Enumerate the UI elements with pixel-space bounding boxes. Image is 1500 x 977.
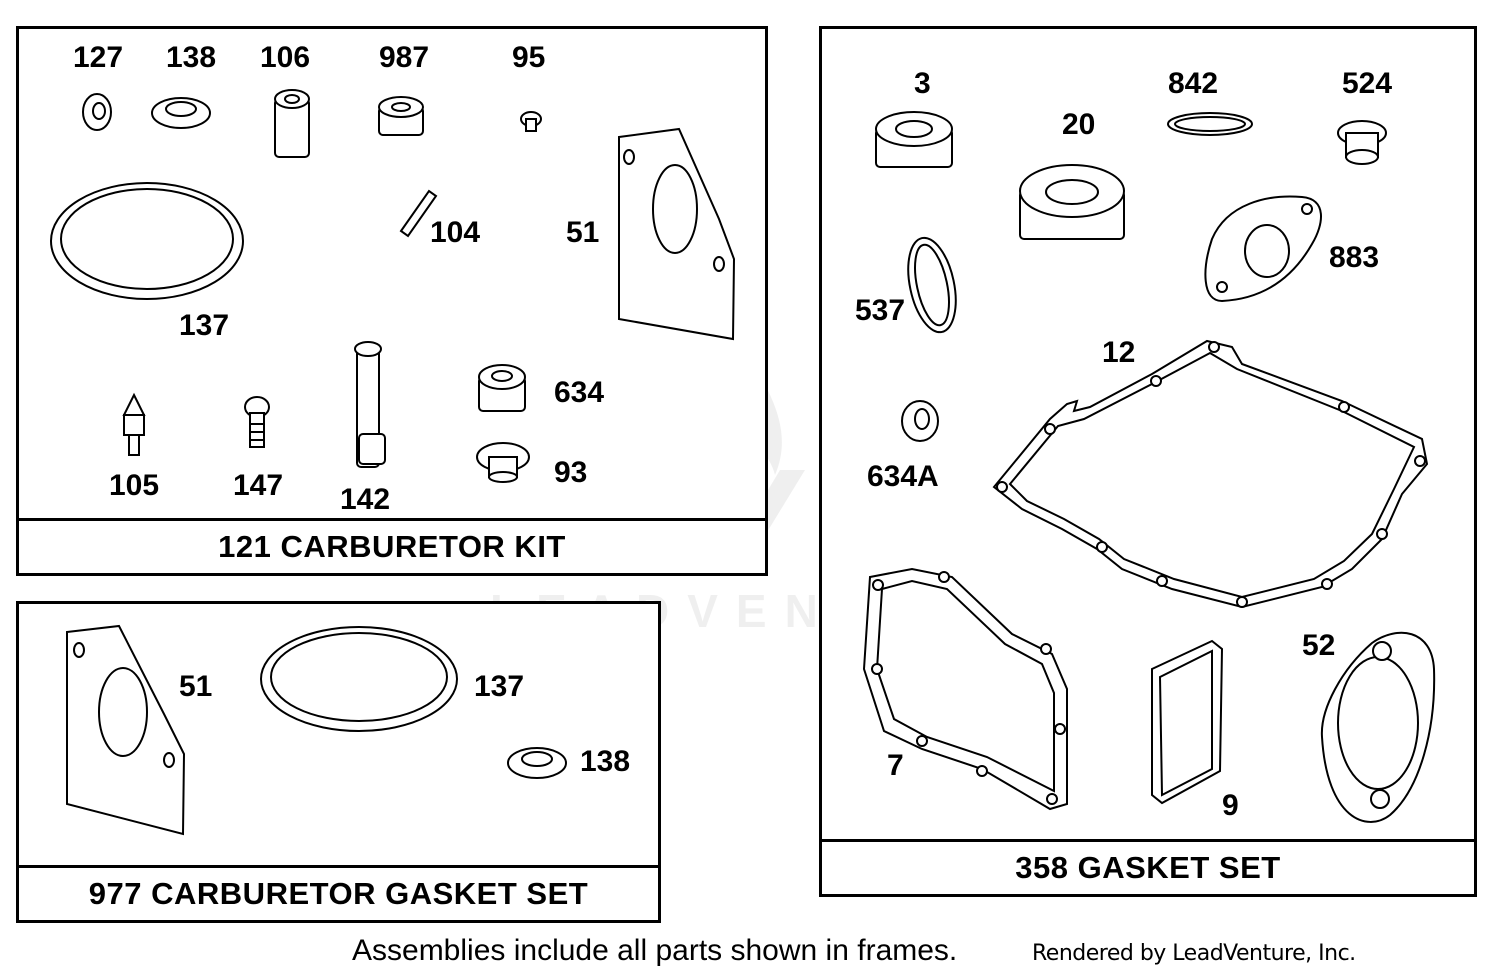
label-105: 105 [109,469,160,502]
label-524: 524 [1342,67,1393,100]
part-127-washer [82,93,112,131]
label-106: 106 [260,41,311,74]
label-138: 138 [166,41,217,74]
part-3-oil-seal [875,111,953,168]
label-3: 3 [914,67,931,100]
frame-carburetor-kit: 127 138 106 987 95 104 51 137 634 105 14… [16,26,768,576]
frame-carburetor-gasket-set: 51 137 138 977 CARBURETOR GASKET SET [16,601,661,923]
label-883: 883 [1329,241,1380,274]
label-147: 147 [233,469,284,502]
part-634-spacer [478,364,526,412]
part-842-o-ring [1167,112,1253,136]
part-106-sleeve [274,89,310,158]
label-7: 7 [887,749,904,782]
label-12: 12 [1102,336,1136,369]
label-93: 93 [554,456,588,489]
label-537: 537 [855,294,906,327]
part-95-screw [520,111,542,132]
part-524-plug [1337,120,1387,165]
part-883-intake-gasket [1204,195,1322,303]
part-137-o-ring [50,182,244,300]
frame-title-carburetor-gasket-set: 977 CARBURETOR GASKET SET [19,865,658,920]
label-634a: 634A [867,460,939,493]
frame-title-carburetor-kit: 121 CARBURETOR KIT [19,518,765,573]
carburetor-kit-parts [50,89,736,483]
label-52: 52 [1302,629,1336,662]
label-51: 51 [566,216,600,249]
carburetor-gasket-set-parts [66,624,567,836]
part-987-bushing [378,96,424,136]
part-51-gasket-plate [66,624,186,836]
label-142: 142 [340,483,391,516]
assemblies-note: Assemblies include all parts shown in fr… [352,934,958,967]
part-20-oil-seal [1019,164,1125,240]
part-634a-spacer [901,400,939,442]
part-137-o-ring [260,626,458,732]
frame-title-gasket-set: 358 GASKET SET [822,839,1474,894]
part-51-gasket-plate [618,127,736,341]
part-93-collar [476,442,530,483]
part-105-needle [122,392,146,456]
part-138-seal-ring [151,97,211,129]
label-634: 634 [554,376,605,409]
part-12-crankcase-gasket [992,339,1429,609]
part-104-pin [399,189,438,238]
label-104: 104 [430,216,481,249]
label-842: 842 [1168,67,1219,100]
part-52-exhaust-gasket [1320,631,1436,823]
label-51: 51 [179,670,213,703]
label-127: 127 [73,41,124,74]
label-137: 137 [474,670,525,703]
part-142-emulsion-tube [354,341,386,468]
label-987: 987 [379,41,430,74]
gasket-set-parts [862,111,1436,823]
render-credit: Rendered by LeadVenture, Inc. [1032,941,1356,966]
part-7-head-gasket [862,567,1068,811]
label-95: 95 [512,41,546,74]
label-138: 138 [580,745,631,778]
label-137: 137 [179,309,230,342]
part-537-o-ring [907,236,957,334]
label-20: 20 [1062,108,1096,141]
part-147-adjust-screw [244,396,270,448]
label-9: 9 [1222,789,1239,822]
part-9-valve-cover-gasket [1151,639,1224,805]
part-138-seal-ring [507,747,567,779]
frame-gasket-set: 3 20 842 524 883 537 12 634A 52 7 9 358 … [819,26,1477,897]
